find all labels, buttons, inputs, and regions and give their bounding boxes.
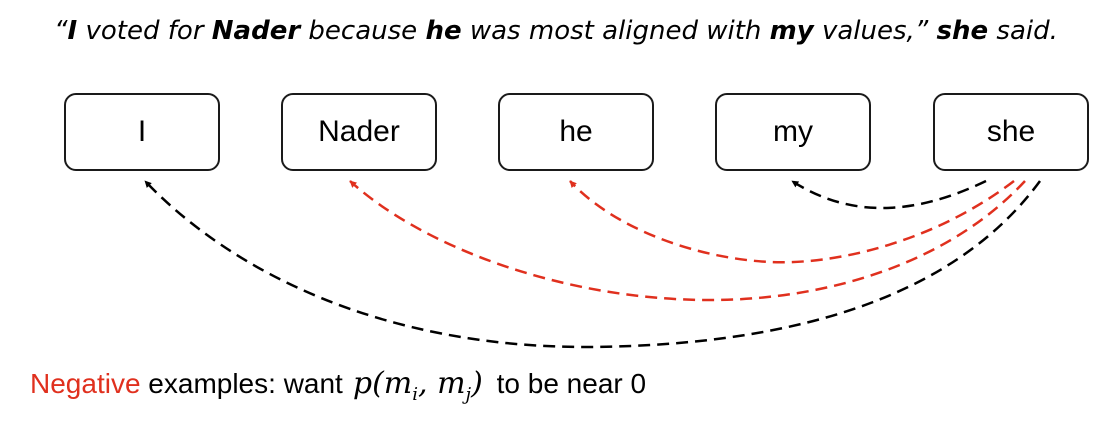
formula-comma: , <box>418 366 438 401</box>
caption-text: examples: want <box>140 368 343 399</box>
mention-nader-text: Nader <box>211 16 301 46</box>
sentence-text: because <box>300 16 426 46</box>
formula-subscript-j: j <box>465 384 472 405</box>
mention-my-text: my <box>769 16 814 46</box>
sentence-text: voted for <box>77 16 212 46</box>
formula-m: m <box>437 366 466 401</box>
mention-i-text: I <box>67 16 78 46</box>
mention-he-text: he <box>425 16 462 46</box>
arc-she-to-my <box>791 179 987 210</box>
sentence-text: was most aligned with <box>461 16 770 46</box>
caption-text: to be near 0 <box>488 368 647 399</box>
formula-paren: ( <box>372 366 384 401</box>
probability-formula: p(mi, mj) <box>352 366 483 405</box>
formula-subscript-i: i <box>412 384 418 405</box>
open-quote: “ <box>54 16 68 46</box>
mention-label: my <box>773 115 813 148</box>
mention-label: Nader <box>318 115 400 148</box>
mention-box-she: she <box>933 93 1089 171</box>
mention-box-he: he <box>498 93 654 171</box>
negative-label: Negative <box>30 368 141 399</box>
arc-she-to-he <box>569 180 1015 264</box>
arc-she-to-nader <box>349 180 1026 302</box>
mention-label: he <box>559 115 593 148</box>
mention-box-nader: Nader <box>281 93 437 171</box>
mention-box-my: my <box>715 93 871 171</box>
example-sentence: “I voted for Nader because he was most a… <box>0 16 1112 46</box>
sentence-text: values,” <box>813 16 929 46</box>
formula-m: m <box>383 366 413 401</box>
arc-she-to-i <box>144 180 1042 349</box>
sentence-text: said. <box>988 16 1058 46</box>
mention-she-text: she <box>936 16 989 46</box>
formula-p: p <box>352 366 373 401</box>
mention-box-i: I <box>64 93 220 171</box>
mention-label: she <box>986 115 1036 148</box>
formula-paren: ) <box>471 366 483 401</box>
mention-label: I <box>137 115 147 148</box>
